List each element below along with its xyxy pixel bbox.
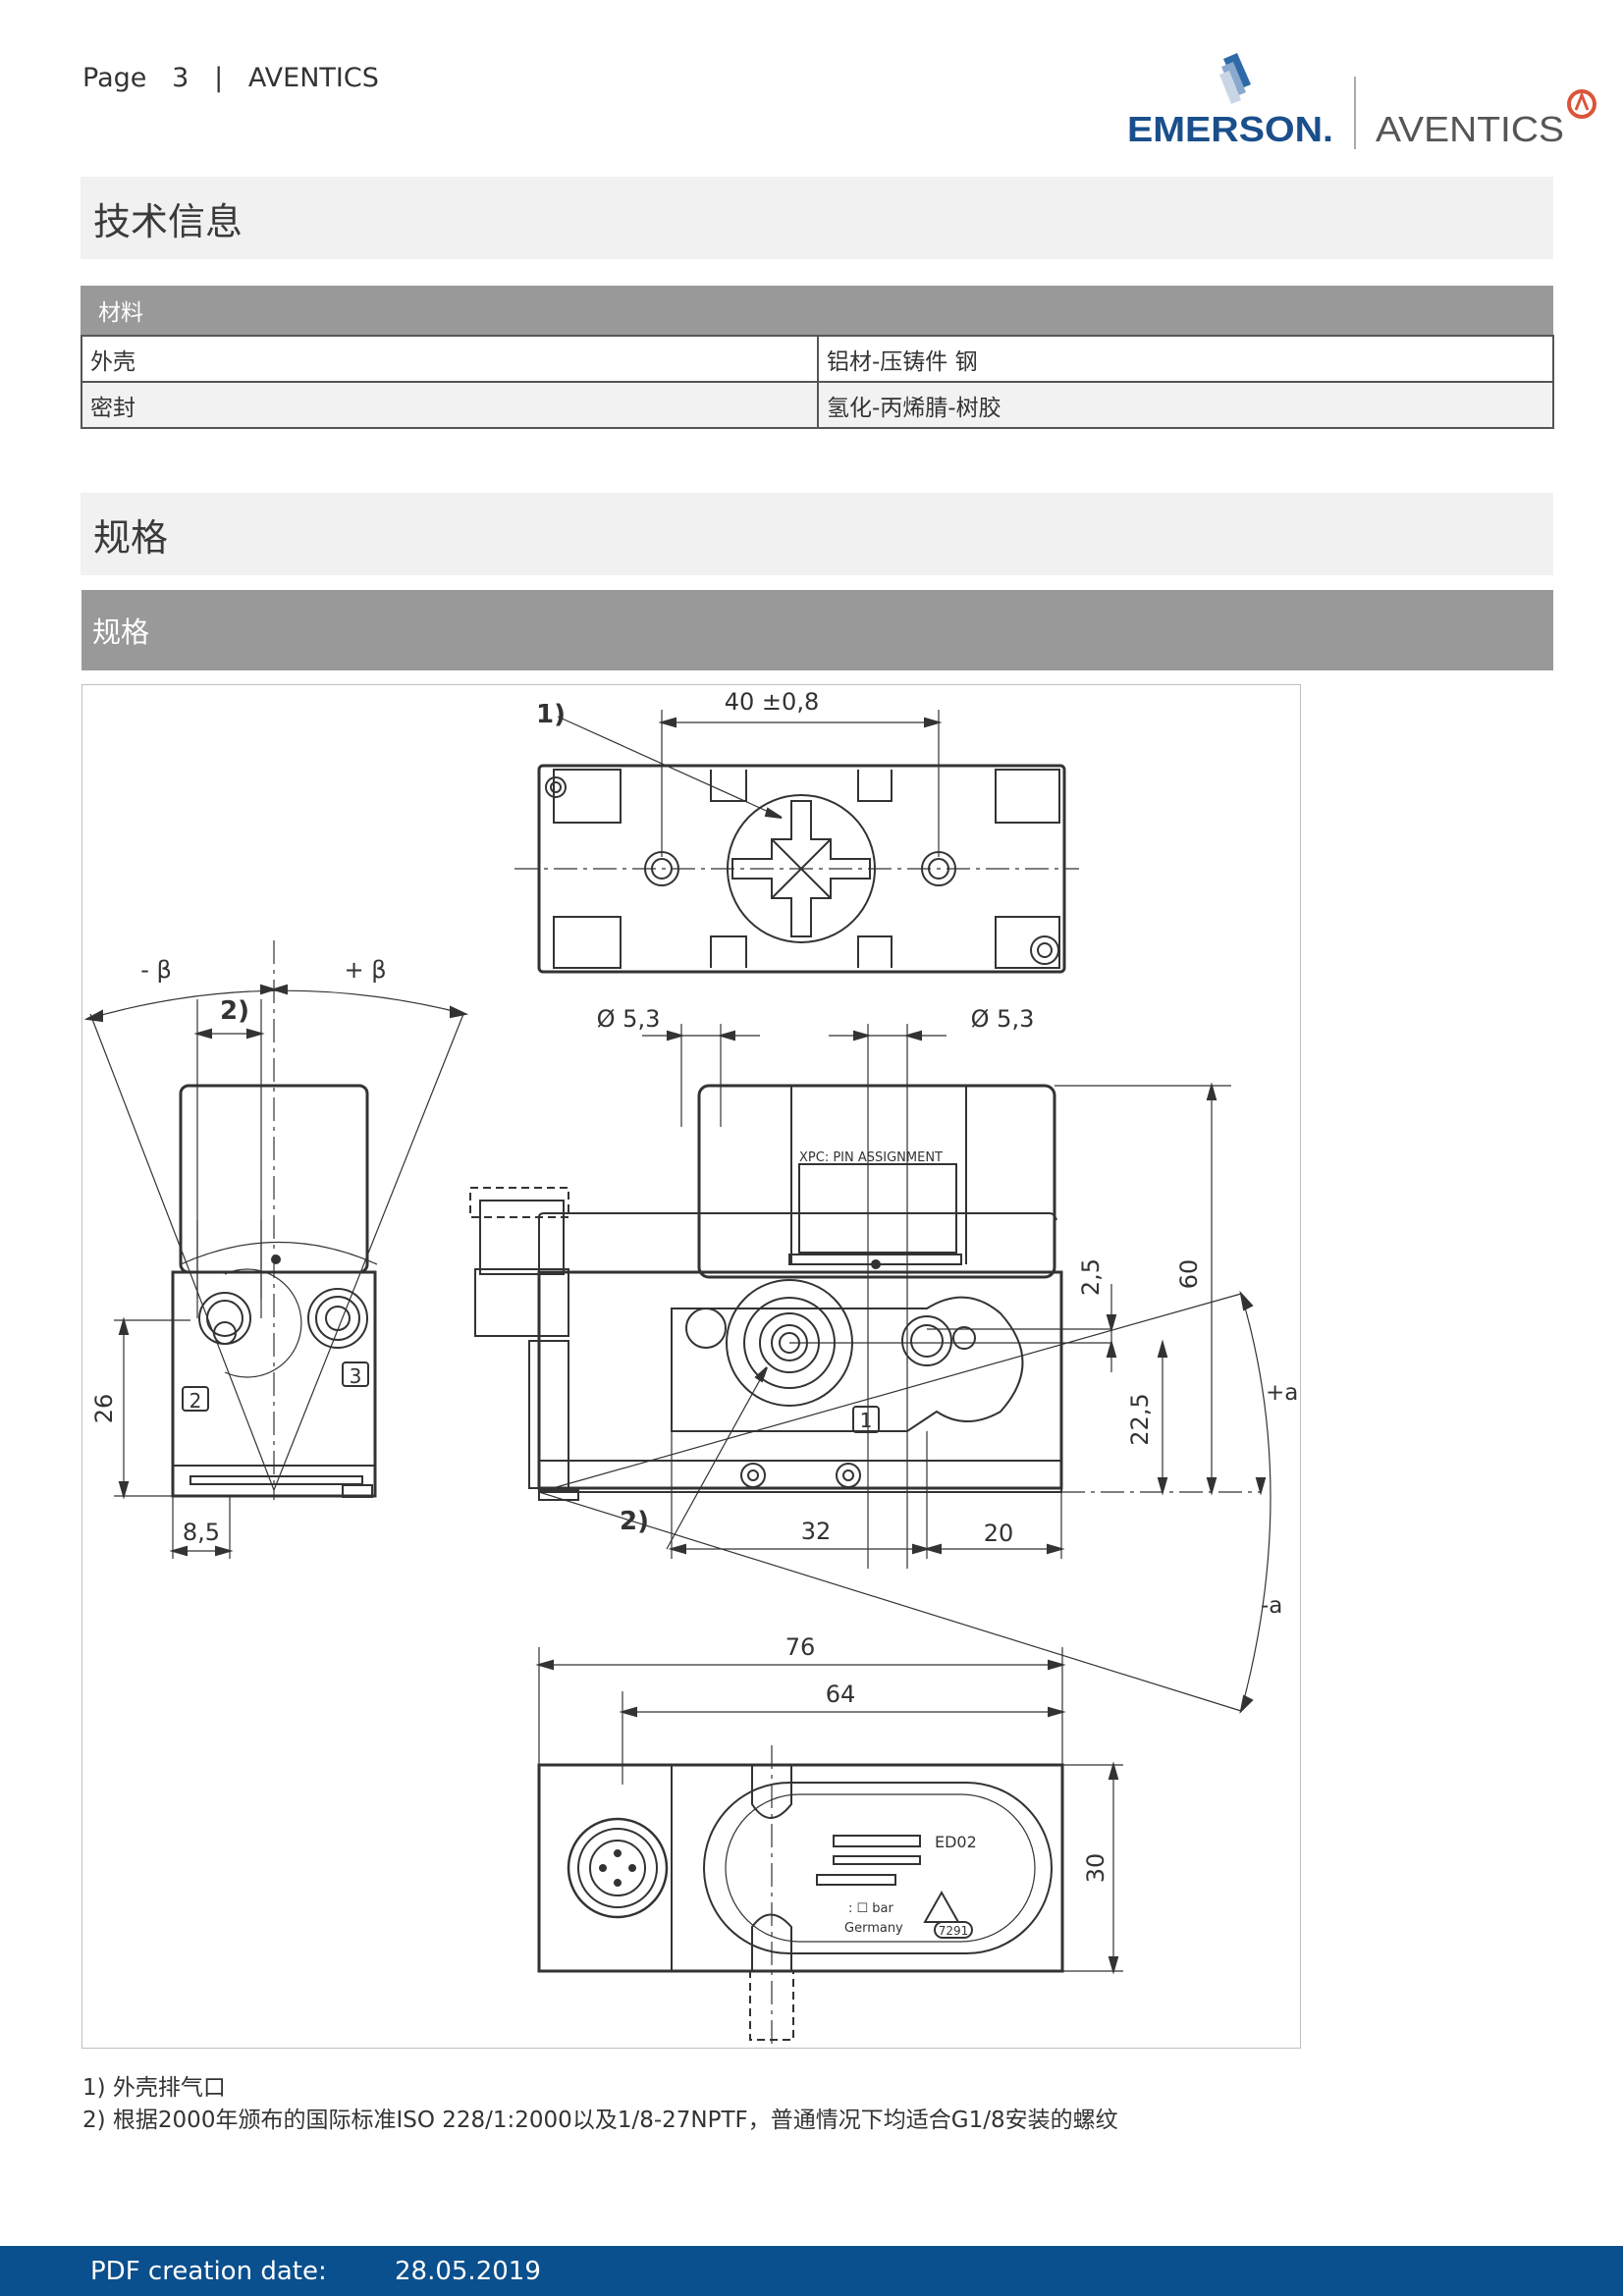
- dim-40: 40 ±0,8: [725, 688, 819, 716]
- dim-8-5: 8,5: [183, 1519, 220, 1546]
- port-1-label: 1: [860, 1409, 873, 1432]
- pin-assignment-label: XPC: PIN ASSIGNMENT: [799, 1150, 943, 1165]
- emerson-aventics-logo: EMERSON. AVENTICS: [1127, 51, 1598, 154]
- front-view: [469, 1024, 1271, 1715]
- material-value-cell: 氢化-丙烯腈-树胶: [817, 381, 1554, 429]
- header-brand: AVENTICS: [247, 63, 379, 93]
- specifications-subheader: 规格: [81, 590, 1553, 670]
- dim-76: 76: [785, 1633, 816, 1661]
- page-number: 3: [172, 63, 189, 93]
- dim-20: 20: [984, 1520, 1014, 1547]
- section-title-specifications: 规格: [81, 493, 1553, 575]
- header-separator: |: [214, 63, 224, 93]
- dim-26: 26: [90, 1394, 118, 1424]
- dia-right-label: Ø 5,3: [971, 1005, 1035, 1033]
- material-part-cell: 密封: [81, 381, 819, 429]
- dimension-drawing: 1) 40 ±0,8: [81, 684, 1301, 2050]
- minus-a-label: -a: [1261, 1593, 1282, 1619]
- page-label: Page: [82, 63, 147, 93]
- callout-2-front: 2): [620, 1507, 649, 1536]
- port-2-label: 2: [189, 1389, 202, 1413]
- table-row: 外壳 铝材-压铸件 钢: [81, 335, 1554, 383]
- plus-a-label: +a: [1266, 1380, 1298, 1406]
- callout-1-top: 1): [536, 700, 566, 729]
- code-label: 7291: [939, 1924, 969, 1938]
- material-table: 外壳 铝材-压铸件 钢 密封 氢化-丙烯腈-树胶: [81, 335, 1554, 429]
- page-indicator: Page 3 | AVENTICS: [82, 63, 379, 93]
- dim-32: 32: [801, 1518, 832, 1545]
- minus-beta-label: - β: [140, 956, 172, 984]
- aventics-badge-icon: [1567, 89, 1596, 119]
- material-table-header: 材料: [81, 286, 1553, 335]
- material-part-cell: 外壳: [81, 335, 819, 383]
- dim-64: 64: [826, 1681, 856, 1708]
- footnote-1: 1) 外壳排气口: [82, 2075, 226, 2101]
- port-3-label: 3: [350, 1364, 362, 1388]
- bar-label: : ☐ bar: [848, 1901, 894, 1916]
- table-row: 密封 氢化-丙烯腈-树胶: [81, 381, 1554, 429]
- germany-label: Germany: [844, 1921, 903, 1936]
- dim-22-5: 22,5: [1126, 1393, 1154, 1445]
- emerson-emblem-icon: [1219, 53, 1251, 104]
- bottom-view: [535, 1647, 1123, 2050]
- plus-beta-label: + β: [344, 956, 386, 984]
- callout-2-side: 2): [220, 996, 249, 1026]
- emerson-wordmark: EMERSON.: [1127, 109, 1333, 149]
- footer-date: 28.05.2019: [395, 2256, 541, 2286]
- dim-60: 60: [1175, 1259, 1203, 1290]
- side-view: [83, 940, 469, 1559]
- top-view: [514, 710, 1079, 974]
- dim-30: 30: [1082, 1853, 1109, 1884]
- footer-bar: PDF creation date: 28.05.2019: [0, 2246, 1623, 2296]
- dim-2-5: 2,5: [1077, 1258, 1105, 1296]
- material-value-cell: 铝材-压铸件 钢: [817, 335, 1554, 383]
- dia-left-label: Ø 5,3: [597, 1005, 661, 1033]
- aventics-wordmark: AVENTICS: [1376, 109, 1564, 149]
- ed02-label: ED02: [935, 1833, 977, 1851]
- section-title-technical-info: 技术信息: [81, 177, 1553, 259]
- footer-label: PDF creation date:: [90, 2256, 327, 2286]
- footnote-2: 2) 根据2000年颁布的国际标准ISO 228/1:2000以及1/8-27N…: [82, 2108, 1118, 2133]
